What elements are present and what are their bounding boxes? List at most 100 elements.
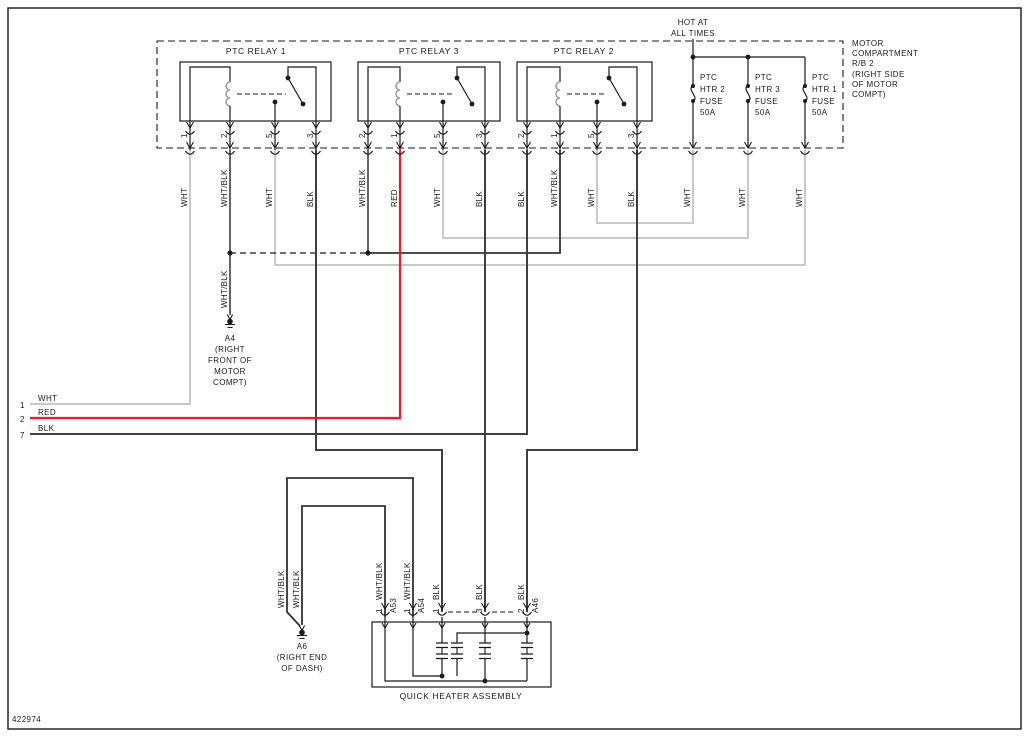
rb-label-line: COMPT) bbox=[852, 90, 886, 99]
wire-label: WHT bbox=[265, 188, 274, 207]
rb-label-line: (RIGHT SIDE bbox=[852, 70, 905, 79]
pin-number: 1 bbox=[403, 608, 412, 613]
relay-block-enclosure bbox=[156, 40, 844, 149]
wht-blk-wires bbox=[227, 150, 561, 627]
pin-number: 1 bbox=[390, 133, 399, 138]
wire-label: WHT/BLK bbox=[375, 562, 384, 600]
rb-label-line: R/B 2 bbox=[852, 59, 874, 68]
fuse-label: PTC bbox=[812, 73, 829, 82]
fuse-label: HTR 3 bbox=[755, 85, 780, 94]
ground-location: FRONT OF bbox=[208, 356, 252, 365]
pin-number: 5 bbox=[433, 133, 442, 138]
wire-color-labels: WHT WHT/BLK WHT BLK WHT/BLK RED WHT BLK … bbox=[180, 169, 804, 608]
hot-at-label: HOT AT bbox=[678, 18, 709, 27]
ptc-relay-3: PTC RELAY 3 bbox=[357, 46, 501, 122]
pin-number: 1 bbox=[550, 133, 559, 138]
ptc-relay-1: PTC RELAY 1 bbox=[179, 46, 332, 122]
wire-label: WHT/BLK bbox=[277, 570, 286, 608]
relay-1-title: PTC RELAY 1 bbox=[226, 46, 286, 56]
fuse-htr2: PTC HTR 2 FUSE 50A bbox=[690, 73, 725, 117]
wire-label: BLK bbox=[627, 191, 636, 207]
wht-wires bbox=[30, 150, 806, 405]
wire-label: WHT bbox=[433, 188, 442, 207]
ground-id: A6 bbox=[297, 642, 308, 651]
ground-a4: A4 (RIGHT FRONT OF MOTOR COMPT) bbox=[208, 313, 252, 387]
row-color: WHT bbox=[38, 394, 57, 403]
ground-location: COMPT) bbox=[213, 378, 247, 387]
fuse-label: 50A bbox=[700, 108, 716, 117]
pin-number: 1 bbox=[180, 133, 189, 138]
wire-label: RED bbox=[390, 189, 399, 207]
left-circuit-rows: 1 WHT 2 RED 7 BLK bbox=[20, 394, 57, 440]
figure-number: 422974 bbox=[12, 715, 41, 724]
ground-location: OF DASH) bbox=[281, 664, 322, 673]
pin-number: 1 bbox=[432, 608, 441, 613]
row-number: 1 bbox=[20, 401, 25, 410]
row-number: 7 bbox=[20, 431, 25, 440]
wire-label: WHT/BLK bbox=[403, 562, 412, 600]
fuse-label: FUSE bbox=[812, 97, 835, 106]
ground-id: A4 bbox=[225, 334, 236, 343]
quick-heater-assembly: QUICK HEATER ASSEMBLY 1 WHT/BLK A53 1 WH… bbox=[371, 562, 552, 701]
wire-label: WHT/BLK bbox=[550, 169, 559, 207]
pin-number: 5 bbox=[587, 133, 596, 138]
wire-label: WHT bbox=[180, 188, 189, 207]
page-border bbox=[7, 7, 1022, 730]
relay-2-title: PTC RELAY 2 bbox=[554, 46, 614, 56]
pin-number: 3 bbox=[475, 133, 484, 138]
row-color: BLK bbox=[38, 424, 55, 433]
wire-label: WHT/BLK bbox=[358, 169, 367, 207]
blk-wires bbox=[30, 150, 638, 612]
fuse-label: HTR 1 bbox=[812, 85, 837, 94]
pin-number: 3 bbox=[475, 608, 484, 613]
fuse-label: 50A bbox=[812, 108, 828, 117]
wire-label: WHT bbox=[683, 188, 692, 207]
wire-label: WHT bbox=[587, 188, 596, 207]
pin-number: 2 bbox=[220, 133, 229, 138]
fuse-label: FUSE bbox=[700, 97, 723, 106]
wire-label: WHT/BLK bbox=[220, 270, 229, 308]
rb-label-line: OF MOTOR bbox=[852, 80, 898, 89]
relay-pin-stubs bbox=[189, 121, 638, 150]
ground-location: MOTOR bbox=[214, 367, 246, 376]
rb-label-line: COMPARTMENT bbox=[852, 49, 918, 58]
all-times-label: ALL TIMES bbox=[671, 29, 715, 38]
relay-pin-numbers: 1 2 5 3 2 1 5 3 2 1 5 3 bbox=[180, 133, 636, 138]
wire-label: WHT bbox=[738, 188, 747, 207]
pin-number: 3 bbox=[306, 133, 315, 138]
ptc-relay-2: PTC RELAY 2 bbox=[516, 46, 653, 122]
power-feed: HOT AT ALL TIMES bbox=[671, 18, 806, 148]
pin-number: 2 bbox=[517, 133, 526, 138]
wire-label: BLK bbox=[517, 191, 526, 207]
fuse-label: PTC bbox=[700, 73, 717, 82]
wire-label: BLK bbox=[306, 191, 315, 207]
fuse-htr1: PTC HTR 1 FUSE 50A bbox=[802, 73, 837, 117]
relay-3-title: PTC RELAY 3 bbox=[399, 46, 459, 56]
wire-label: BLK bbox=[432, 584, 441, 600]
heater-title: QUICK HEATER ASSEMBLY bbox=[400, 691, 523, 701]
row-color: RED bbox=[38, 408, 56, 417]
red-wire bbox=[30, 150, 402, 420]
fuse-label: HTR 2 bbox=[700, 85, 725, 94]
pin-number: 3 bbox=[627, 133, 636, 138]
wire-label: WHT/BLK bbox=[292, 570, 301, 608]
pin-number: 1 bbox=[375, 608, 384, 613]
pin-number: 2 bbox=[517, 608, 526, 613]
relay-pin-terminals bbox=[184, 121, 811, 155]
wire-label: BLK bbox=[475, 191, 484, 207]
wire-label: BLK bbox=[517, 584, 526, 600]
wire-label: BLK bbox=[475, 584, 484, 600]
wire-label: WHT bbox=[795, 188, 804, 207]
rb-label-line: MOTOR bbox=[852, 39, 884, 48]
connector-id: A46 bbox=[531, 598, 540, 613]
fuse-htr3: PTC HTR 3 FUSE 50A bbox=[745, 73, 780, 117]
relay-block-label: MOTOR COMPARTMENT R/B 2 (RIGHT SIDE OF M… bbox=[852, 39, 918, 99]
fuse-label: PTC bbox=[755, 73, 772, 82]
pin-number: 5 bbox=[265, 133, 274, 138]
connector-id: A53 bbox=[389, 598, 398, 613]
ground-a6: A6 (RIGHT END OF DASH) bbox=[277, 624, 328, 673]
ground-location: (RIGHT END bbox=[277, 653, 328, 662]
pin-number: 2 bbox=[358, 133, 367, 138]
